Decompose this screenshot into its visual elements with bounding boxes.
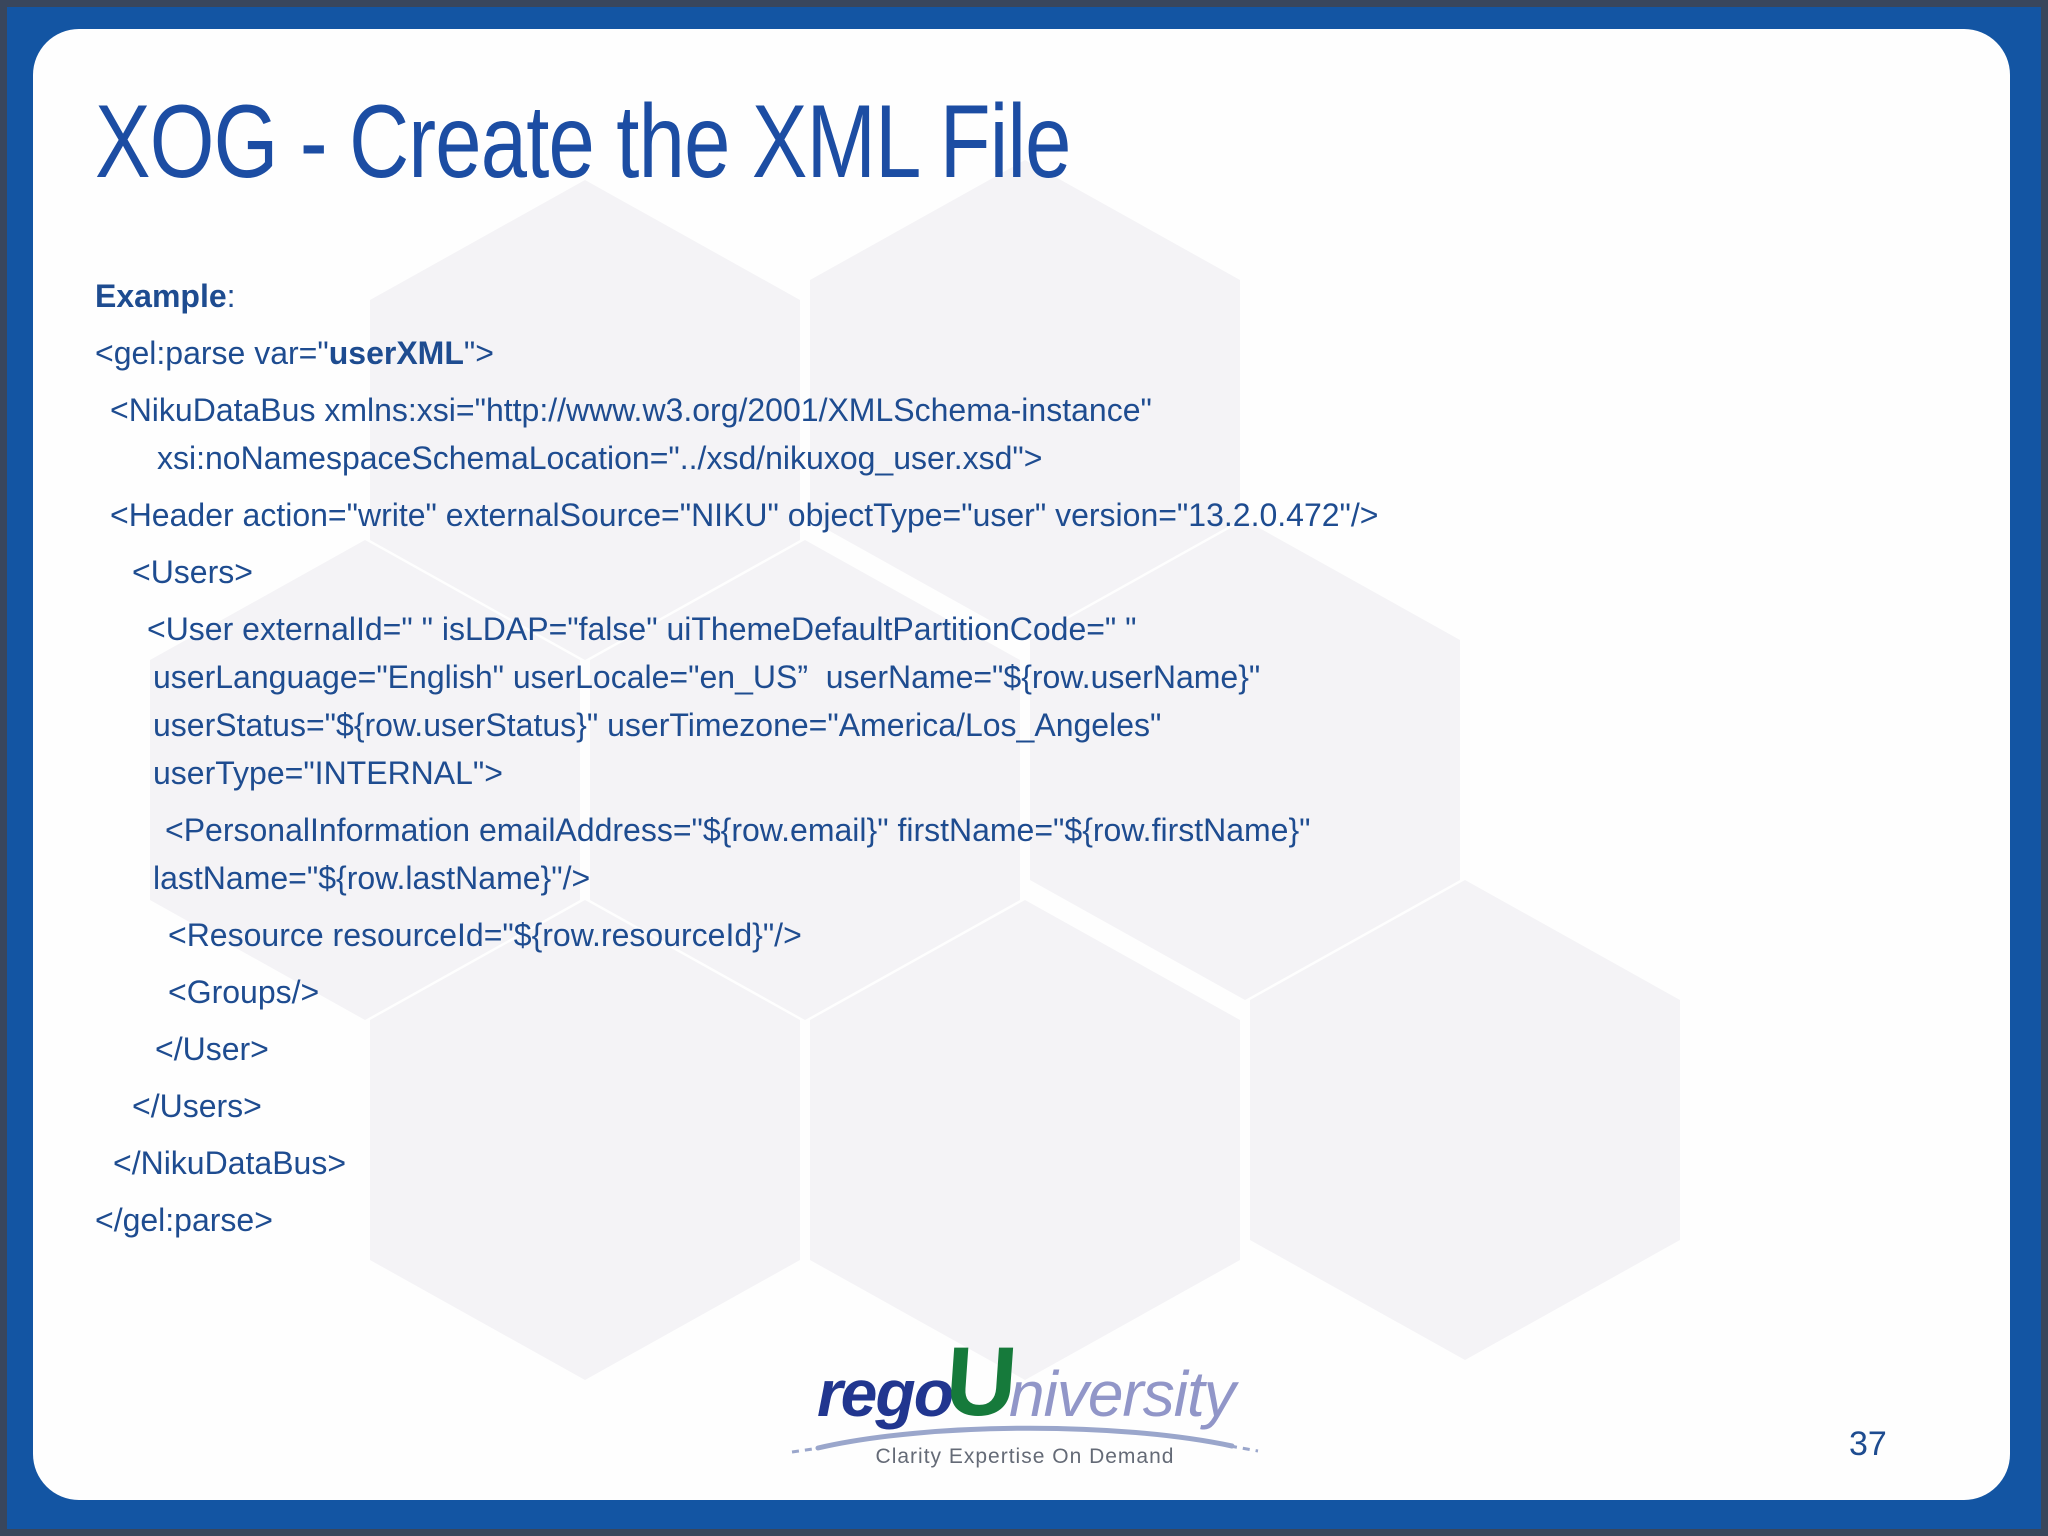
code-paragraph: </Users>	[95, 1082, 1955, 1130]
code-paragraph: </NikuDataBus>	[95, 1139, 1955, 1187]
code-paragraph: <Resource resourceId="${row.resourceId}"…	[95, 911, 1955, 959]
code-paragraph: <Users>	[95, 548, 1955, 596]
code-text: userLanguage="English" userLocale="en_US…	[153, 659, 1261, 695]
code-line: <Resource resourceId="${row.resourceId}"…	[95, 911, 1955, 959]
page-number: 37	[1849, 1425, 1887, 1463]
code-line: <PersonalInformation emailAddress="${row…	[95, 806, 1955, 854]
code-text: <Users>	[132, 554, 253, 590]
code-text: xsi:noNamespaceSchemaLocation="../xsd/ni…	[157, 440, 1043, 476]
logo-niversity-text: niversity	[1009, 1358, 1236, 1430]
code-text: ">	[463, 335, 494, 371]
logo-tagline: Clarity Expertise On Demand	[875, 1445, 1175, 1468]
code-line: </Users>	[95, 1082, 1955, 1130]
code-text: lastName="${row.lastName}"/>	[153, 860, 591, 896]
code-line: <Header action="write" externalSource="N…	[95, 491, 1955, 539]
code-text: <User externalId=" " isLDAP="false" uiTh…	[147, 611, 1137, 647]
code-block: Example: <gel:parse var="userXML"> <NikuDa…	[95, 272, 1955, 1253]
code-paragraph: <Groups/>	[95, 968, 1955, 1016]
hexagon-watermark	[590, 540, 1020, 1020]
code-line: </User>	[95, 1025, 1955, 1073]
code-line: <Groups/>	[95, 968, 1955, 1016]
slide-canvas: XOG - Create the XML File Example: <gel:p…	[33, 29, 2010, 1500]
code-text: <PersonalInformation emailAddress="${row…	[165, 812, 1311, 848]
code-line: <Users>	[95, 548, 1955, 596]
code-line: xsi:noNamespaceSchemaLocation="../xsd/ni…	[95, 434, 1955, 482]
code-paragraph: </gel:parse>	[95, 1196, 1955, 1244]
code-text: <Groups/>	[168, 974, 320, 1010]
logo-swoosh-icon	[791, 1425, 1259, 1454]
code-text-bold: userXML	[328, 335, 464, 371]
code-text-bold: Example	[95, 278, 227, 314]
code-line: <NikuDataBus xmlns:xsi="http://www.w3.or…	[95, 386, 1955, 434]
code-paragraph: Example:	[95, 272, 1955, 320]
code-paragraph: <gel:parse var="userXML">	[95, 329, 1955, 377]
code-text: <Header action="write" externalSource="N…	[110, 497, 1379, 533]
code-line: userLanguage="English" userLocale="en_US…	[95, 653, 1955, 701]
code-text: </Users>	[132, 1088, 262, 1124]
code-paragraph: </User>	[95, 1025, 1955, 1073]
code-text: <gel:parse var="	[95, 335, 329, 371]
code-text: <Resource resourceId="${row.resourceId}"…	[168, 917, 802, 953]
code-paragraph: <PersonalInformation emailAddress="${row…	[95, 806, 1955, 902]
code-paragraph: <Header action="write" externalSource="N…	[95, 491, 1955, 539]
code-text: userStatus="${row.userStatus}" userTimez…	[153, 707, 1162, 743]
slide-title: XOG - Create the XML File	[95, 84, 1071, 200]
code-text: </gel:parse>	[95, 1202, 273, 1238]
code-line: lastName="${row.lastName}"/>	[95, 854, 1955, 902]
code-line: </gel:parse>	[95, 1196, 1955, 1244]
code-line: Example:	[95, 272, 1955, 320]
code-line: userStatus="${row.userStatus}" userTimez…	[95, 701, 1955, 749]
code-text: </NikuDataBus>	[113, 1145, 347, 1181]
code-line: userType="INTERNAL">	[95, 749, 1955, 797]
code-line: <gel:parse var="userXML">	[95, 329, 1955, 377]
code-line: <User externalId=" " isLDAP="false" uiTh…	[95, 605, 1955, 653]
code-text: :	[226, 278, 236, 314]
logo-rego-text: rego	[817, 1356, 954, 1430]
code-paragraph: <User externalId=" " isLDAP="false" uiTh…	[95, 605, 1955, 797]
code-text: </User>	[155, 1031, 269, 1067]
code-paragraph: <NikuDataBus xmlns:xsi="http://www.w3.or…	[95, 386, 1955, 482]
code-text: userType="INTERNAL">	[153, 755, 503, 791]
code-line: </NikuDataBus>	[95, 1139, 1955, 1187]
code-text: <NikuDataBus xmlns:xsi="http://www.w3.or…	[110, 392, 1152, 428]
